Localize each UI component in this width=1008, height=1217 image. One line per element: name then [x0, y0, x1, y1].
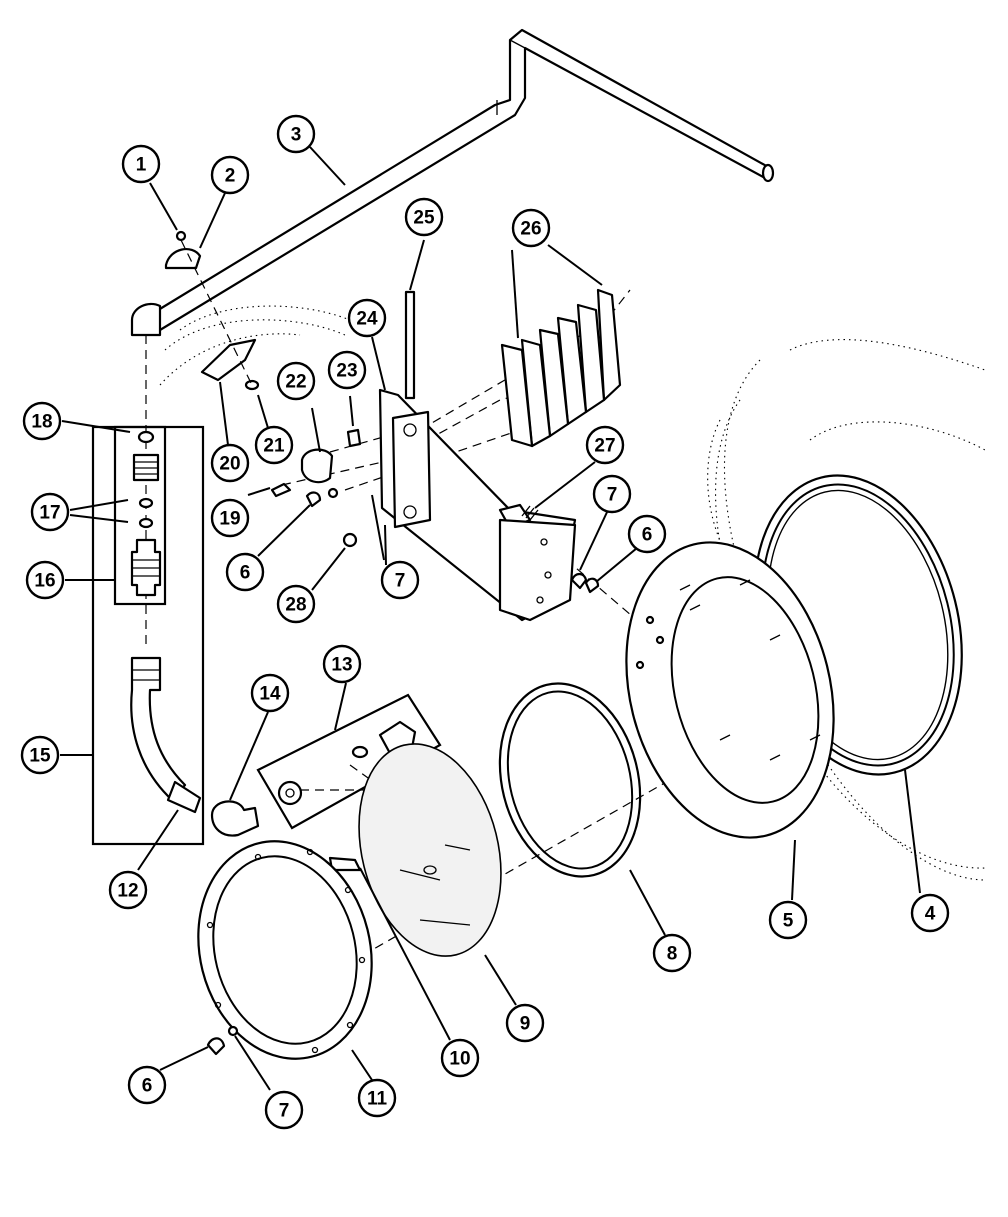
callout-label: 22 — [285, 372, 306, 393]
callout-5: 5 — [768, 900, 808, 940]
callout-8: 8 — [652, 933, 692, 973]
callout-28: 28 — [276, 584, 316, 624]
paddles-26 — [500, 288, 622, 448]
callout-13: 13 — [322, 644, 362, 684]
callout-label: 6 — [142, 1076, 153, 1097]
callout-label: 3 — [291, 125, 302, 146]
glass-lens-9 — [358, 743, 502, 957]
callout-18: 18 — [22, 401, 62, 441]
callout-21: 21 — [254, 425, 294, 465]
callout-7: 7 — [592, 474, 632, 514]
rod-25 — [404, 290, 416, 400]
callout-label: 4 — [925, 904, 936, 925]
callout-2: 2 — [210, 155, 250, 195]
callout-label: 12 — [117, 881, 138, 902]
callout-label: 19 — [219, 509, 240, 530]
callout-label: 7 — [279, 1101, 290, 1122]
callout-1: 1 — [121, 144, 161, 184]
callout-label: 26 — [520, 219, 541, 240]
bracket-20 — [200, 338, 260, 391]
callout-label: 15 — [29, 746, 51, 767]
callout-label: 17 — [39, 503, 60, 524]
elbow-14 — [210, 800, 260, 837]
callout-label: 23 — [336, 361, 357, 382]
callout-22: 22 — [276, 361, 316, 401]
mounting-plate-24 — [378, 388, 577, 622]
callout-label: 6 — [240, 563, 251, 584]
callout-label: 6 — [642, 525, 653, 546]
callout-label: 9 — [520, 1014, 531, 1035]
callout-6: 6 — [627, 514, 667, 554]
callout-4: 4 — [910, 893, 950, 933]
callout-19: 19 — [210, 498, 250, 538]
callout-label: 18 — [31, 412, 52, 433]
leader-lines — [60, 146, 921, 1091]
callout-14: 14 — [250, 673, 290, 713]
pipe-clamp — [164, 230, 202, 270]
door-frame-11 — [197, 840, 373, 1060]
callout-23: 23 — [327, 350, 367, 390]
door-ring-5 — [570, 541, 835, 839]
callout-11: 11 — [357, 1078, 397, 1118]
callout-label: 25 — [413, 208, 435, 229]
callout-9: 9 — [505, 1003, 545, 1043]
pipe-assembly — [130, 28, 775, 337]
hose-12 — [130, 656, 202, 814]
callout-27: 27 — [585, 425, 625, 465]
valve-assembly-box — [91, 425, 205, 846]
fasteners-bottom — [206, 1025, 239, 1056]
callout-15: 15 — [20, 735, 60, 775]
callout-label: 27 — [594, 436, 615, 457]
callout-label: 11 — [367, 1089, 388, 1110]
callout-7: 7 — [264, 1090, 304, 1130]
callout-label: 5 — [783, 911, 794, 932]
callout-label: 28 — [285, 595, 306, 616]
callout-label: 24 — [356, 309, 378, 330]
fasteners-left — [270, 428, 362, 548]
callout-label: 13 — [331, 655, 352, 676]
callout-label: 16 — [34, 571, 55, 592]
callout-25: 25 — [404, 197, 444, 237]
callout-label: 10 — [449, 1049, 470, 1070]
callout-label: 14 — [259, 684, 281, 705]
callout-label: 20 — [219, 454, 240, 475]
callout-label: 2 — [225, 166, 236, 187]
spring-27 — [521, 505, 539, 521]
callout-17: 17 — [30, 492, 70, 532]
callout-12: 12 — [108, 870, 148, 910]
callout-label: 7 — [607, 485, 618, 506]
callout-10: 10 — [440, 1038, 480, 1078]
gasket-8 — [498, 682, 642, 878]
callout-3: 3 — [276, 114, 316, 154]
callout-16: 16 — [25, 560, 65, 600]
callout-label: 21 — [263, 436, 285, 457]
callout-20: 20 — [210, 443, 250, 483]
callout-6: 6 — [127, 1065, 167, 1105]
callout-label: 8 — [667, 944, 678, 965]
callout-7: 7 — [380, 560, 420, 600]
callout-6: 6 — [225, 552, 265, 592]
callout-24: 24 — [347, 298, 387, 338]
callout-26: 26 — [511, 208, 551, 248]
callout-label: 1 — [136, 155, 147, 176]
callout-label: 7 — [395, 571, 406, 592]
